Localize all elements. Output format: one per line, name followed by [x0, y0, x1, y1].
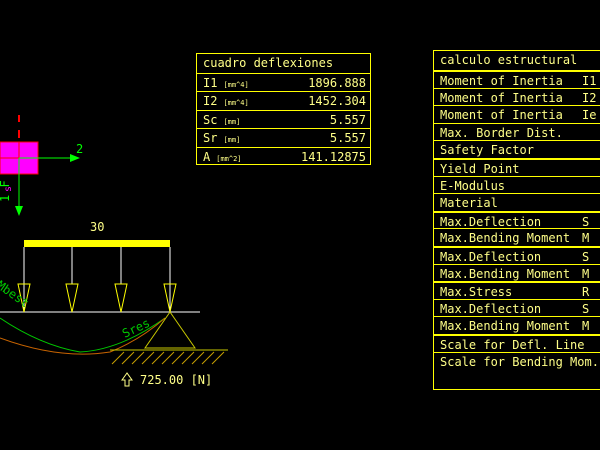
- calc-row: Max.Stress R: [434, 281, 600, 299]
- deflection-row-value: 5.557: [329, 112, 366, 127]
- s-label: s: [3, 185, 14, 192]
- calc-row-symbol: M: [582, 231, 590, 246]
- deflection-row: I2[mm^4] 1452.304: [197, 91, 370, 109]
- calc-row-label: E-Modulus: [440, 178, 506, 193]
- deflection-row-value: 5.557: [329, 131, 366, 146]
- calc-row: Moment of Inertia Ie: [434, 105, 600, 123]
- calc-row: Max.Bending Moment M: [434, 228, 600, 246]
- load-arrow-2: [65, 283, 79, 313]
- calc-row-symbol: S: [582, 250, 590, 264]
- calc-row: Safety Factor: [434, 140, 600, 158]
- deflection-table-title: cuadro deflexiones: [203, 56, 334, 70]
- load-arrow-4: [163, 283, 177, 313]
- calc-row: Yield Point: [434, 158, 600, 176]
- calc-row: Max.Bending Moment M: [434, 316, 600, 334]
- distributed-load-bar: [24, 240, 170, 247]
- deflection-row-label: I2[mm^4]: [203, 94, 249, 109]
- deflection-row-label: Sc[mm]: [203, 112, 241, 127]
- calc-row-label: Safety Factor: [440, 143, 534, 158]
- orange-curve: [0, 317, 166, 355]
- calc-row-symbol: M: [582, 319, 590, 334]
- calc-row-label: Max.Stress: [440, 285, 513, 299]
- deflection-row: A[mm^2] 141.12875: [197, 146, 370, 165]
- deflection-row: I1[mm^4] 1896.888: [197, 73, 370, 91]
- reaction-label: 725.00 [N]: [140, 373, 213, 387]
- calc-row-label: Max.Deflection: [440, 301, 542, 316]
- calc-row: Max.Bending Moment M: [434, 263, 600, 282]
- y-axis-arrow-icon: [15, 206, 23, 216]
- calc-row: Max.Deflection S: [434, 298, 600, 317]
- calc-row-label: Scale for Defl. Line: [440, 338, 585, 352]
- calc-table-title: calculo estructural: [440, 53, 578, 67]
- calc-row: Moment of Inertia I2: [434, 87, 600, 106]
- calc-row: Scale for Defl. Line: [434, 334, 600, 352]
- calc-row-label: Yield Point: [440, 162, 520, 176]
- calc-row-symbol: Ie: [582, 108, 597, 123]
- calc-row-label: Max. Border Dist.: [440, 125, 563, 140]
- support-triangle: [144, 311, 196, 349]
- load-arrow-1: [17, 283, 31, 313]
- calc-row-label: Max.Bending Moment: [440, 319, 571, 334]
- load-label: 30: [90, 220, 105, 234]
- deflection-row-label: I1[mm^4]: [203, 76, 249, 90]
- axis-x-label: 2: [76, 142, 84, 156]
- x-axis-arrow-icon: [70, 154, 80, 162]
- deflection-row-value: 1452.304: [308, 94, 366, 109]
- calc-row-label: Max.Bending Moment: [440, 266, 571, 281]
- deflection-row-value: 1896.888: [308, 76, 366, 90]
- calc-row-label: Max.Deflection: [440, 250, 542, 264]
- calc-row: Moment of Inertia I1: [434, 70, 600, 88]
- deflection-row-label: Sr[mm]: [203, 131, 241, 146]
- deflection-row-label: A[mm^2]: [203, 149, 242, 164]
- reaction-arrow-icon: [121, 372, 133, 387]
- calc-row-label: Moment of Inertia: [440, 108, 563, 123]
- calc-row-symbol: M: [582, 266, 590, 281]
- calc-row-symbol: R: [582, 285, 590, 299]
- calc-row: E-Modulus: [434, 175, 600, 194]
- calc-row-label: Moment of Inertia: [440, 74, 563, 88]
- calc-row: Material: [434, 193, 600, 211]
- deflection-row-value: 141.12875: [300, 149, 366, 164]
- calc-row-symbol: S: [582, 214, 590, 229]
- mbest-curve: [0, 317, 166, 353]
- calc-row: Max.Deflection S: [434, 246, 600, 264]
- ground-hatch: [111, 351, 225, 365]
- calc-row-label: Material: [440, 196, 498, 211]
- calc-row-label: Moment of Inertia: [440, 90, 563, 105]
- calc-row-symbol: I2: [582, 90, 597, 105]
- calc-row: Scale for Bending Mom. Lin: [434, 351, 600, 370]
- calc-row-symbol: I1: [582, 74, 597, 88]
- deflection-row: Sr[mm] 5.557: [197, 128, 370, 146]
- calc-row-label: Max.Bending Moment: [440, 231, 571, 246]
- calc-row-label: Scale for Bending Mom. Lin: [440, 354, 600, 369]
- load-arrow-3: [114, 283, 128, 313]
- calc-row-label: Max.Deflection: [440, 214, 542, 229]
- calc-row: Max. Border Dist.: [434, 122, 600, 141]
- calc-row: Max.Deflection S: [434, 210, 600, 229]
- calc-row-symbol: S: [582, 301, 590, 316]
- deflection-row: Sc[mm] 5.557: [197, 109, 370, 128]
